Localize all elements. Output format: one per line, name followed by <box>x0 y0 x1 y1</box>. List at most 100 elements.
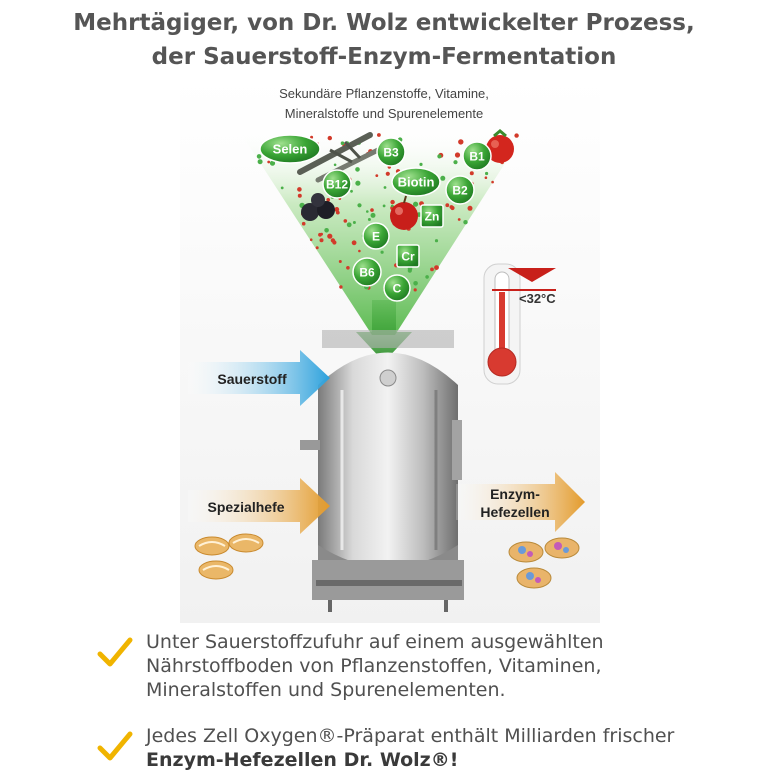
speckle <box>267 160 271 164</box>
benefit-text-2: Jedes Zell Oxygen®-Präparat enthält Mill… <box>146 725 675 747</box>
nutrient-ball-b1 <box>462 141 492 171</box>
temperature-label: <32°C <box>519 291 556 306</box>
speckle <box>315 246 319 250</box>
enzyme-yeast-cells-icon <box>508 537 580 589</box>
speckle <box>297 193 302 198</box>
fermentation-diagram: Sekundäre Pflanzenstoffe, Vitamine, Mine… <box>180 78 600 623</box>
speckle <box>413 281 418 286</box>
speckle <box>350 189 353 193</box>
speckle <box>370 208 374 212</box>
speckle <box>280 186 284 190</box>
speckle <box>297 187 302 192</box>
apple-icon <box>390 195 418 230</box>
speckle <box>340 141 345 145</box>
speckle <box>310 135 314 139</box>
speckle <box>334 207 340 212</box>
speckle <box>338 260 342 263</box>
nutrient-label-b3: B3 <box>383 146 399 160</box>
speckle <box>357 203 362 208</box>
enzyme-output-arrow <box>456 472 585 532</box>
speckle <box>390 199 395 205</box>
speckle <box>324 228 329 233</box>
nutrient-ball-biotin <box>391 167 441 197</box>
yeast-cells-icon <box>194 533 264 580</box>
speckle <box>355 180 361 186</box>
speckle <box>309 238 313 241</box>
title-line-1: Mehrtägiger, von Dr. Wolz entwickelter P… <box>73 10 695 36</box>
speckle <box>425 275 429 279</box>
page-title: Mehrtägiger, von Dr. Wolz entwickelter P… <box>0 6 768 74</box>
nutrient-ball-b3 <box>376 137 406 167</box>
nutrient-label-biotin: Biotin <box>398 175 435 190</box>
nutrient-label-cr: Cr <box>401 250 415 264</box>
speckle <box>382 204 386 208</box>
speckle <box>358 249 361 253</box>
speckle <box>419 162 423 166</box>
speckle <box>383 186 387 189</box>
speckle <box>355 167 360 172</box>
speckle <box>457 218 461 221</box>
speckle <box>343 219 348 223</box>
speckle <box>484 176 488 179</box>
speckle <box>380 250 384 254</box>
speckle <box>366 210 369 213</box>
speckle <box>458 139 464 145</box>
speckle <box>430 267 434 272</box>
speckle <box>434 265 439 270</box>
speckle <box>301 221 306 226</box>
nutrient-label-b6: B6 <box>359 266 375 280</box>
speckle <box>327 135 332 141</box>
nutrient-ball-cr <box>396 244 420 268</box>
checkmark-icon <box>97 731 133 761</box>
speckle <box>413 201 419 207</box>
nutrient-ball-c <box>383 274 411 302</box>
speckle <box>330 238 336 243</box>
speckle <box>514 133 519 138</box>
nutrient-ball-b6 <box>352 257 382 287</box>
speckle <box>326 198 331 202</box>
speckle <box>256 154 262 159</box>
speckle <box>491 180 494 184</box>
speckle <box>385 171 390 176</box>
fermentation-tank <box>300 330 464 612</box>
tomato-icon <box>486 129 514 163</box>
speckle <box>351 240 357 246</box>
oxygen-label: Sauerstoff <box>217 371 287 387</box>
speckle <box>370 212 376 218</box>
speckle <box>257 159 263 165</box>
speckle <box>485 171 489 176</box>
speckle <box>346 266 350 270</box>
speckle <box>339 285 343 289</box>
speckle <box>467 205 473 211</box>
speckle <box>269 160 276 166</box>
yeast-label: Spezialhefe <box>207 499 284 515</box>
speckle <box>320 232 323 236</box>
nutrient-ball-b2 <box>445 175 475 205</box>
speckle <box>333 163 337 167</box>
funnel-caption-line-1: Sekundäre Pflanzenstoffe, Vitamine, <box>279 86 489 101</box>
benefit-text-2-bold: Enzym-Hefezellen Dr. Wolz®! <box>146 749 459 771</box>
speckle <box>445 203 450 208</box>
speckle <box>327 233 333 239</box>
funnel-caption-line-2: Mineralstoffe und Spurenelemente <box>285 106 484 121</box>
speckle <box>375 174 379 178</box>
speckle <box>352 221 356 224</box>
checkmark-icon <box>97 637 133 667</box>
speckle <box>440 175 446 181</box>
nutrient-ball-e <box>362 222 390 250</box>
speckle <box>434 239 439 243</box>
speckle <box>319 238 324 243</box>
benefit-text-1: Unter Sauerstoffzufuhr auf einem ausgewä… <box>146 631 604 701</box>
speckle <box>413 288 417 292</box>
speckle <box>346 222 352 228</box>
speckle <box>377 133 381 137</box>
yeast-input-arrow <box>188 478 330 534</box>
nutrient-label-e: E <box>372 230 380 244</box>
benefit-item-2: Jedes Zell Oxygen®-Präparat enthält Mill… <box>96 724 736 772</box>
oxygen-input-arrow <box>188 350 330 406</box>
nutrient-label-b1: B1 <box>469 150 485 164</box>
title-line-2: der Sauerstoff-Enzym-Fermentation <box>151 44 617 70</box>
nutrient-label-c: C <box>393 282 402 296</box>
speckle <box>453 160 458 165</box>
